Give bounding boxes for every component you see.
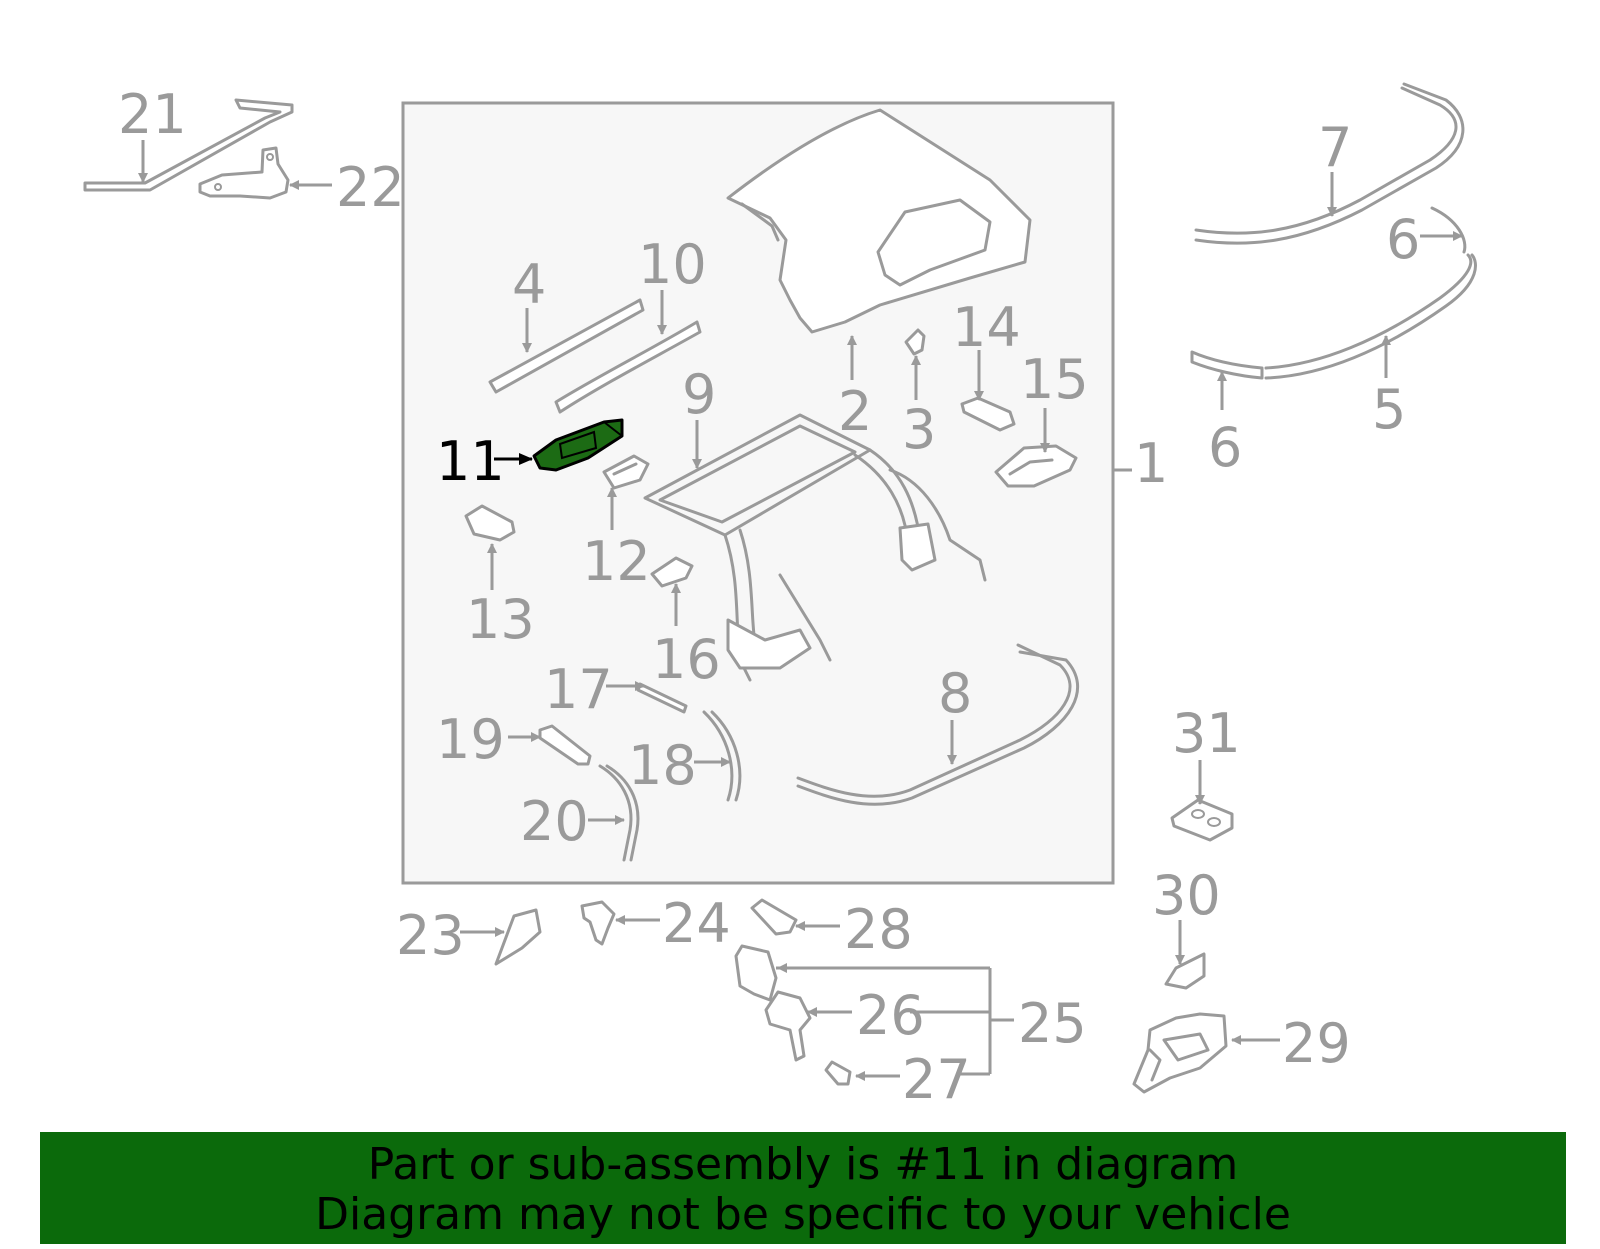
callout-8: 8	[938, 662, 972, 725]
callout-1: 1	[1134, 432, 1168, 495]
callout-27: 27	[902, 1048, 971, 1111]
part-18-seal[interactable]	[702, 710, 742, 802]
part-22-bracket[interactable]	[198, 146, 290, 200]
part-3-clip[interactable]	[904, 328, 926, 356]
part-6-lower-seal[interactable]	[1190, 350, 1264, 380]
callout-25: 25	[1018, 992, 1087, 1055]
callout-30: 30	[1152, 864, 1221, 927]
callout-29: 29	[1282, 1012, 1351, 1075]
part-15-bracket[interactable]	[994, 444, 1078, 488]
callout-24: 24	[662, 892, 731, 955]
callout-18: 18	[628, 734, 697, 797]
callout-4: 4	[512, 253, 546, 316]
callout-14: 14	[952, 296, 1021, 359]
part-28-plate[interactable]	[750, 898, 798, 936]
part-30-pad[interactable]	[1164, 952, 1206, 990]
part-11-highlighted[interactable]	[532, 418, 624, 472]
callout-26: 26	[856, 984, 925, 1047]
callout-6-lower: 6	[1208, 416, 1242, 479]
part-24-bracket[interactable]	[580, 900, 616, 946]
callout-9: 9	[682, 363, 716, 426]
part-10-strip[interactable]	[554, 320, 702, 414]
callout-6-upper: 6	[1386, 208, 1420, 271]
callout-11: 11	[436, 430, 505, 493]
callout-19: 19	[436, 708, 505, 771]
part-21-trim[interactable]	[83, 98, 294, 192]
callout-2: 2	[838, 380, 872, 443]
callout-15: 15	[1020, 348, 1089, 411]
callout-10: 10	[638, 233, 707, 296]
part-6-upper-seal[interactable]	[1430, 206, 1467, 254]
part-27-bolt[interactable]	[824, 1060, 852, 1086]
part-12-latch[interactable]	[602, 454, 650, 490]
part-29-housing[interactable]	[1132, 1012, 1228, 1094]
part-16-pad[interactable]	[650, 556, 694, 588]
callout-17: 17	[544, 658, 613, 721]
callout-12: 12	[582, 530, 651, 593]
part-23-guide[interactable]	[494, 908, 542, 966]
part-25-assembly[interactable]	[734, 944, 778, 1002]
callout-3: 3	[902, 398, 936, 461]
part-9-top-frame[interactable]	[643, 413, 987, 682]
callout-31: 31	[1172, 702, 1241, 765]
banner-line-1: Part or sub-assembly is #11 in diagram	[367, 1139, 1239, 1190]
part-20-seal[interactable]	[598, 764, 640, 862]
callout-16: 16	[652, 628, 721, 691]
info-banner: Part or sub-assembly is #11 in diagram D…	[40, 1132, 1566, 1244]
part-8-weatherstrip[interactable]	[796, 643, 1079, 806]
part-31-block[interactable]	[1170, 798, 1234, 842]
callout-23: 23	[396, 904, 465, 967]
callout-20: 20	[520, 790, 589, 853]
callout-5: 5	[1372, 378, 1406, 441]
callout-22: 22	[336, 156, 405, 219]
part-4-strip[interactable]	[488, 298, 645, 394]
banner-line-2: Diagram may not be specific to your vehi…	[315, 1189, 1291, 1240]
callout-7: 7	[1318, 116, 1352, 179]
part-5-seal[interactable]	[1264, 253, 1477, 380]
part-26-bracket[interactable]	[764, 990, 812, 1062]
part-13-pad[interactable]	[464, 504, 516, 542]
part-7-rail[interactable]	[1194, 82, 1465, 245]
part-2-top-cover[interactable]	[726, 108, 1032, 334]
callout-21: 21	[118, 83, 187, 146]
callout-13: 13	[466, 588, 535, 651]
callout-28: 28	[844, 898, 913, 961]
